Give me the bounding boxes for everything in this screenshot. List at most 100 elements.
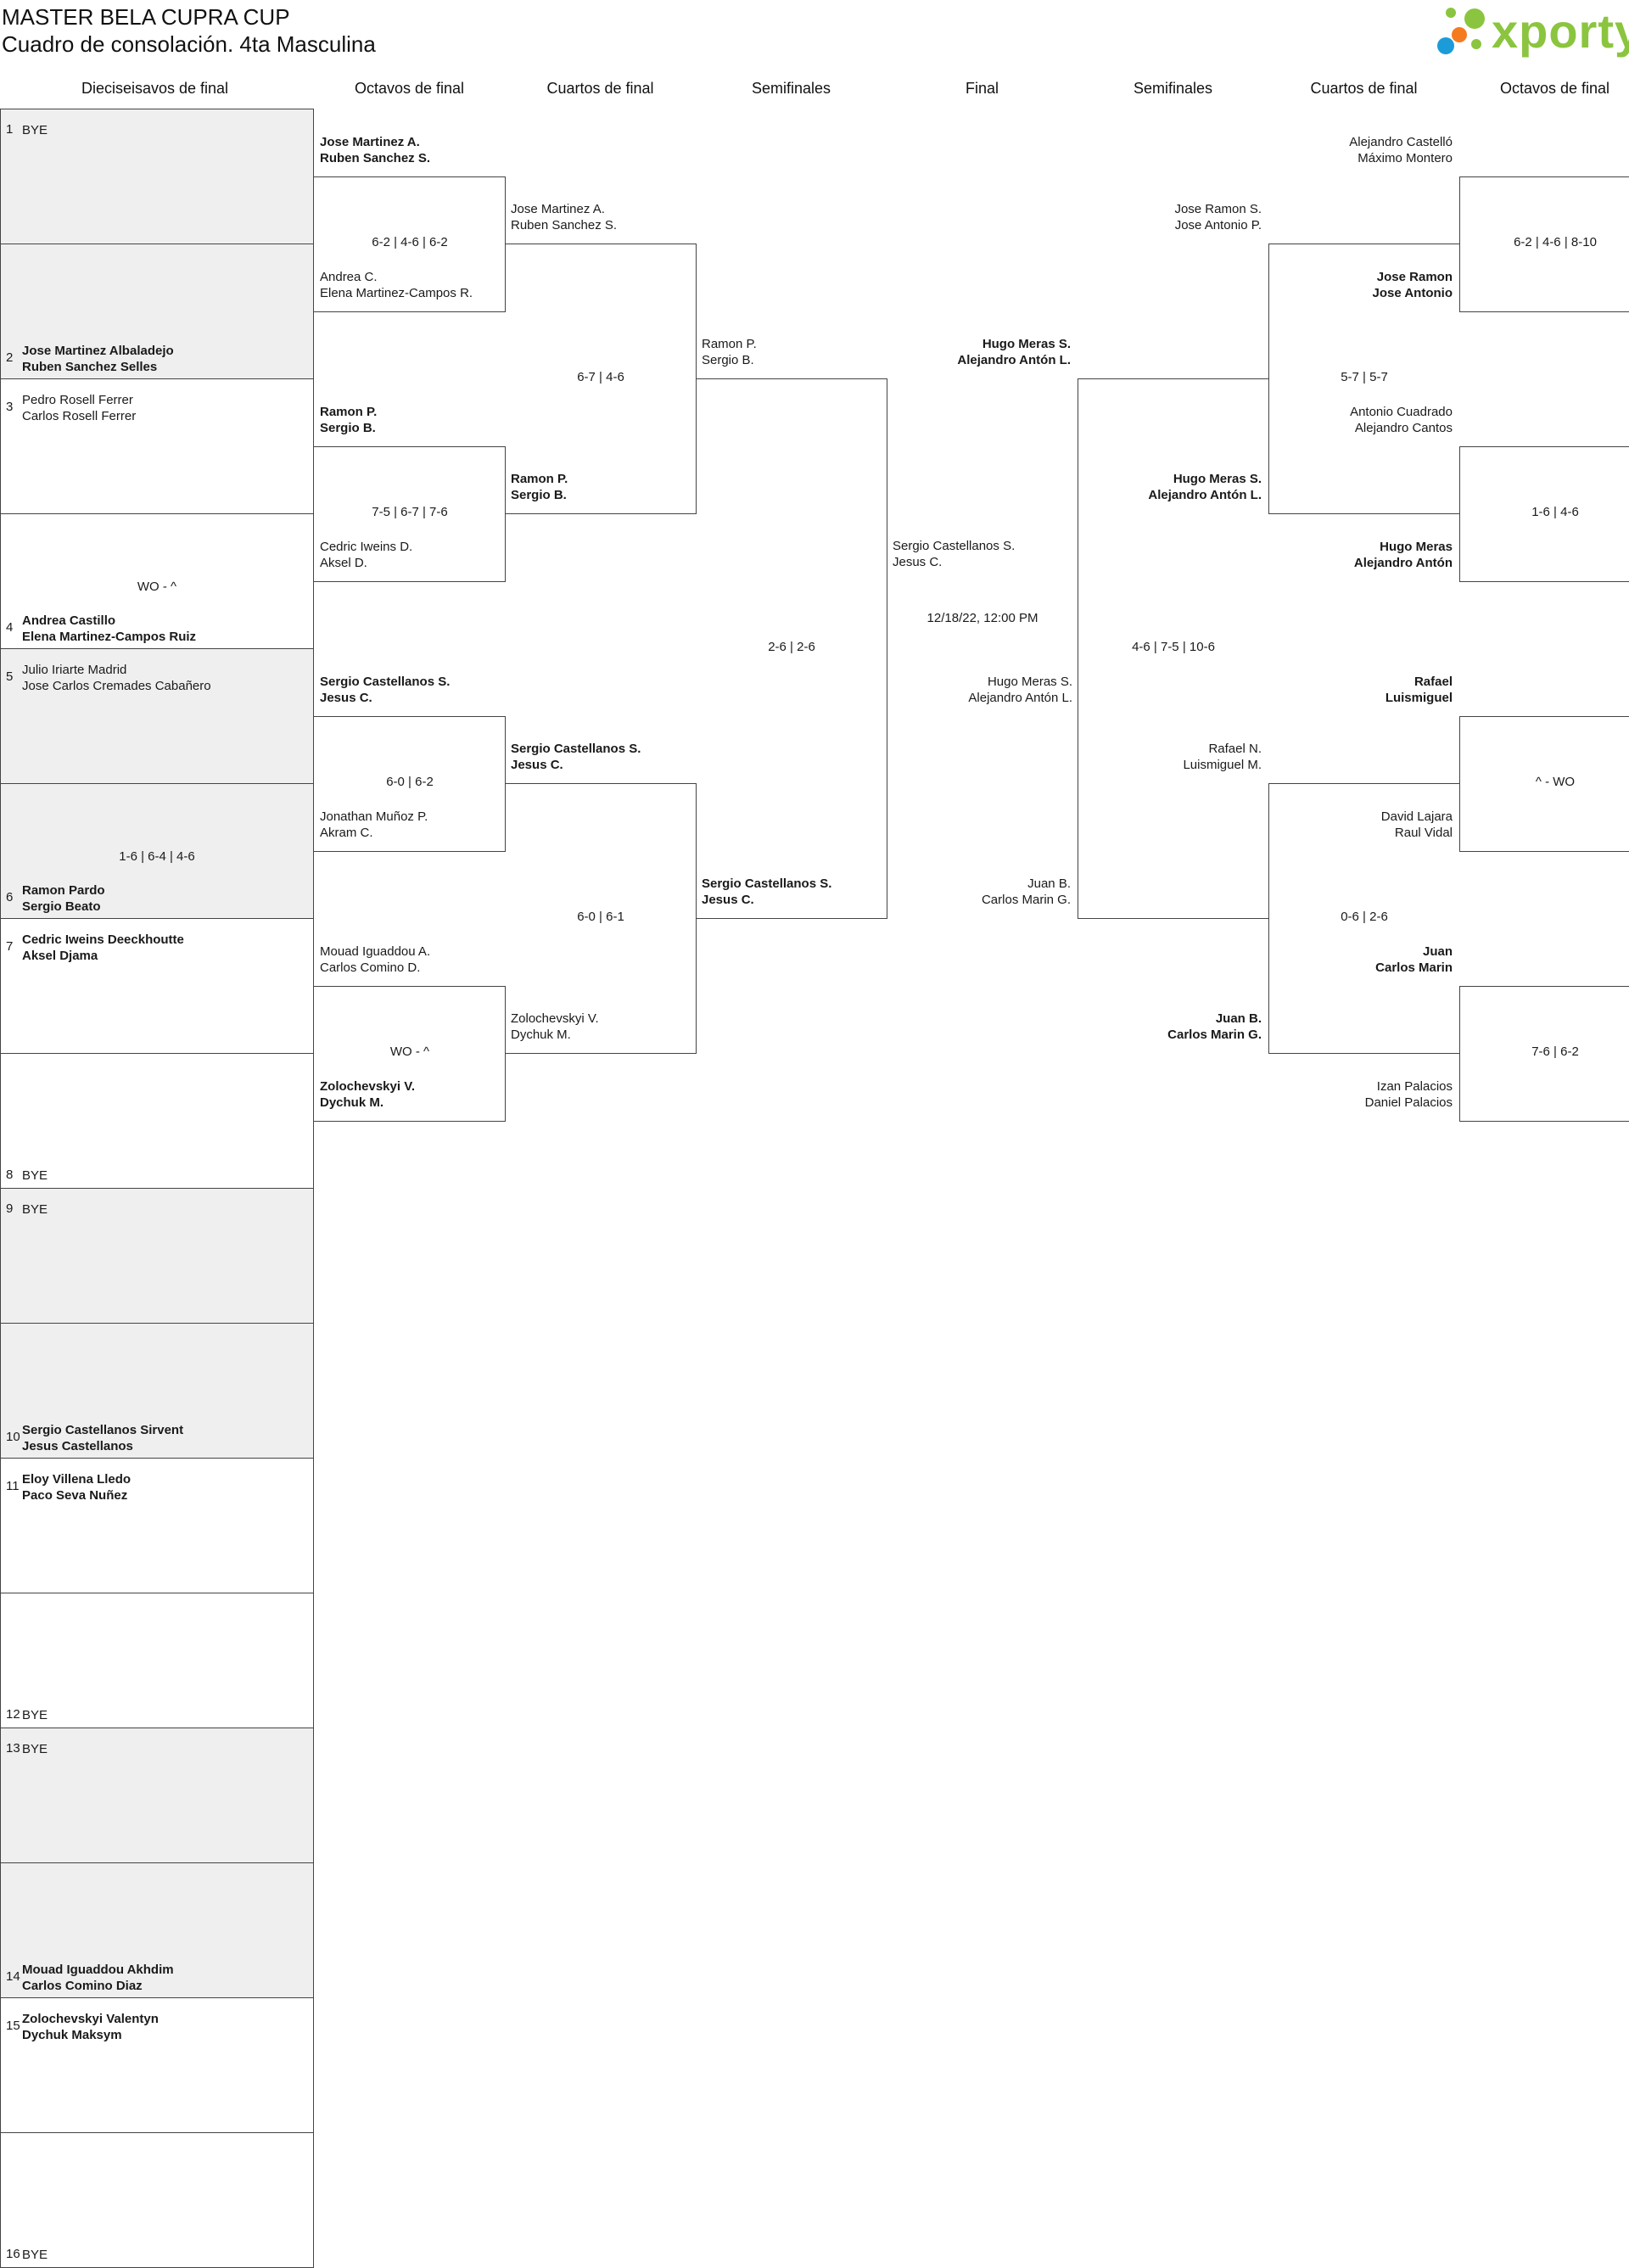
player-name: Paco Seva Nuñez	[22, 1488, 128, 1503]
player-name: Julio Iriarte Madrid	[22, 663, 127, 677]
player-name: Carlos Marin G.	[981, 893, 1071, 907]
match-bottom-pair: Juan B.Carlos Marin G.	[982, 876, 1071, 908]
slot-players: BYE	[22, 122, 48, 138]
seed-number: 11	[6, 1479, 20, 1493]
player-name: BYE	[22, 123, 48, 137]
player-name: Antonio Cuadrado	[1350, 404, 1453, 419]
draw-slot	[0, 918, 314, 1054]
match-connector	[1459, 715, 1629, 852]
match-score: ^ - WO	[1535, 775, 1576, 789]
match-score: 0-6 | 2-6	[1341, 910, 1388, 924]
match-connector	[696, 378, 887, 919]
player-name: Sergio Castellanos S.	[893, 539, 1016, 553]
match-score: 6-2 | 4-6 | 8-10	[1514, 235, 1597, 249]
player-name: Pedro Rosell Ferrer	[22, 393, 133, 407]
match-connector	[1459, 445, 1629, 582]
match-score: 6-7 | 4-6	[577, 370, 624, 384]
player-name: Mouad Iguaddou A.	[320, 944, 431, 959]
player-name: BYE	[22, 1742, 48, 1756]
seed-number: 14	[6, 1969, 20, 1984]
match-score: WO - ^	[389, 1044, 430, 1059]
round-header: Cuartos de final	[546, 80, 654, 97]
player-name: Elena Martinez-Campos Ruiz	[22, 630, 197, 644]
match-top-pair: Jose Martinez A. Ruben Sanchez S.	[511, 201, 617, 233]
player-name: Carlos Comino D.	[320, 960, 421, 975]
draw-slot	[0, 783, 314, 919]
match-top-pair: Mouad Iguaddou A.Carlos Comino D.	[320, 944, 430, 976]
seed-number: 5	[6, 669, 14, 684]
slot-players: BYE	[22, 1707, 48, 1723]
player-name: Elena Martinez-Campos R.	[320, 285, 473, 300]
tournament-title-block: MASTER BELA CUPRA CUP Cuadro de consolac…	[2, 3, 376, 58]
match-score: 1-6 | 6-4 | 4-6	[119, 849, 195, 864]
match-connector	[1459, 176, 1629, 312]
match-top-pair: Jose Martinez A.Ruben Sanchez S.	[320, 134, 430, 166]
player-name: Juan B.	[1215, 1011, 1262, 1026]
seed-number: 8	[6, 1168, 14, 1182]
match-score: 7-6 | 6-2	[1531, 1044, 1579, 1059]
player-name: Ramon P.	[702, 337, 757, 351]
match-score: WO - ^	[137, 580, 177, 594]
draw-slot	[0, 1053, 314, 1189]
player-name: Andrea C.	[320, 269, 378, 284]
draw-slot	[0, 513, 314, 649]
player-name: Dychuk M.	[511, 1028, 571, 1042]
match-bottom-pair: Zolochevskyi V.Dychuk M.	[511, 1011, 599, 1043]
slot-players: BYE	[22, 1168, 48, 1184]
seed-number: 1	[6, 122, 14, 137]
slot-players: BYE	[22, 2247, 48, 2263]
match-top-pair: Sergio Castellanos S.Jesus C.	[320, 674, 450, 706]
player-name: BYE	[22, 2248, 48, 2262]
round-header: Cuartos de final	[1310, 80, 1418, 97]
player-name: Sergio Castellanos S.	[320, 674, 451, 689]
player-name: Zolochevskyi V.	[320, 1078, 416, 1094]
slot-players: BYE	[22, 1741, 48, 1757]
seed-number: 9	[6, 1201, 14, 1216]
player-name: Alejandro Castelló	[1349, 134, 1453, 149]
player-name: Andrea Castillo	[22, 613, 116, 628]
player-name: Mouad Iguaddou Akhdim	[22, 1963, 174, 1977]
seed-number: 15	[6, 2019, 20, 2033]
player-name: Jesus C.	[702, 893, 754, 907]
player-name: Jose Carlos Cremades Cabañero	[22, 679, 211, 693]
player-name: Daniel Palacios	[1364, 1095, 1453, 1110]
match-score: 1-6 | 4-6	[1531, 505, 1579, 519]
player-name: Sergio Beato	[22, 899, 101, 914]
player-name: Jesus C.	[511, 758, 563, 772]
player-name: Ruben Sanchez S.	[320, 150, 431, 165]
player-name: Ruben Sanchez S.	[511, 218, 618, 232]
player-name: Jesus C.	[893, 555, 943, 569]
player-name: Jose Martinez A.	[511, 202, 605, 216]
match-connector	[1268, 783, 1460, 1054]
draw-subtitle: Cuadro de consolación. 4ta Masculina	[2, 31, 376, 57]
player-name: Rafael N.	[1208, 742, 1262, 756]
player-name: Cedric Iweins D.	[320, 539, 413, 554]
player-name: Ruben Sanchez Selles	[22, 360, 158, 374]
player-name: Carlos Rosell Ferrer	[22, 409, 137, 423]
slot-players: BYE	[22, 1201, 48, 1218]
player-name: Ramon P.	[320, 404, 378, 419]
match-top-pair: Hugo Meras S.Alejandro Antón L.	[957, 336, 1071, 368]
player-name: Carlos Marin	[1375, 960, 1453, 975]
player-name: Carlos Comino Diaz	[22, 1979, 143, 1993]
match-bottom-pair: Zolochevskyi V.Dychuk M.	[320, 1078, 415, 1111]
draw-slot	[0, 109, 314, 244]
player-name: Jose Ramon	[1376, 269, 1453, 284]
seed-number: 2	[6, 350, 14, 365]
draw-slot	[0, 1188, 314, 1324]
round-header-final: Final	[965, 80, 999, 97]
match-connector	[1078, 378, 1269, 919]
seed-number: 13	[6, 1741, 20, 1756]
